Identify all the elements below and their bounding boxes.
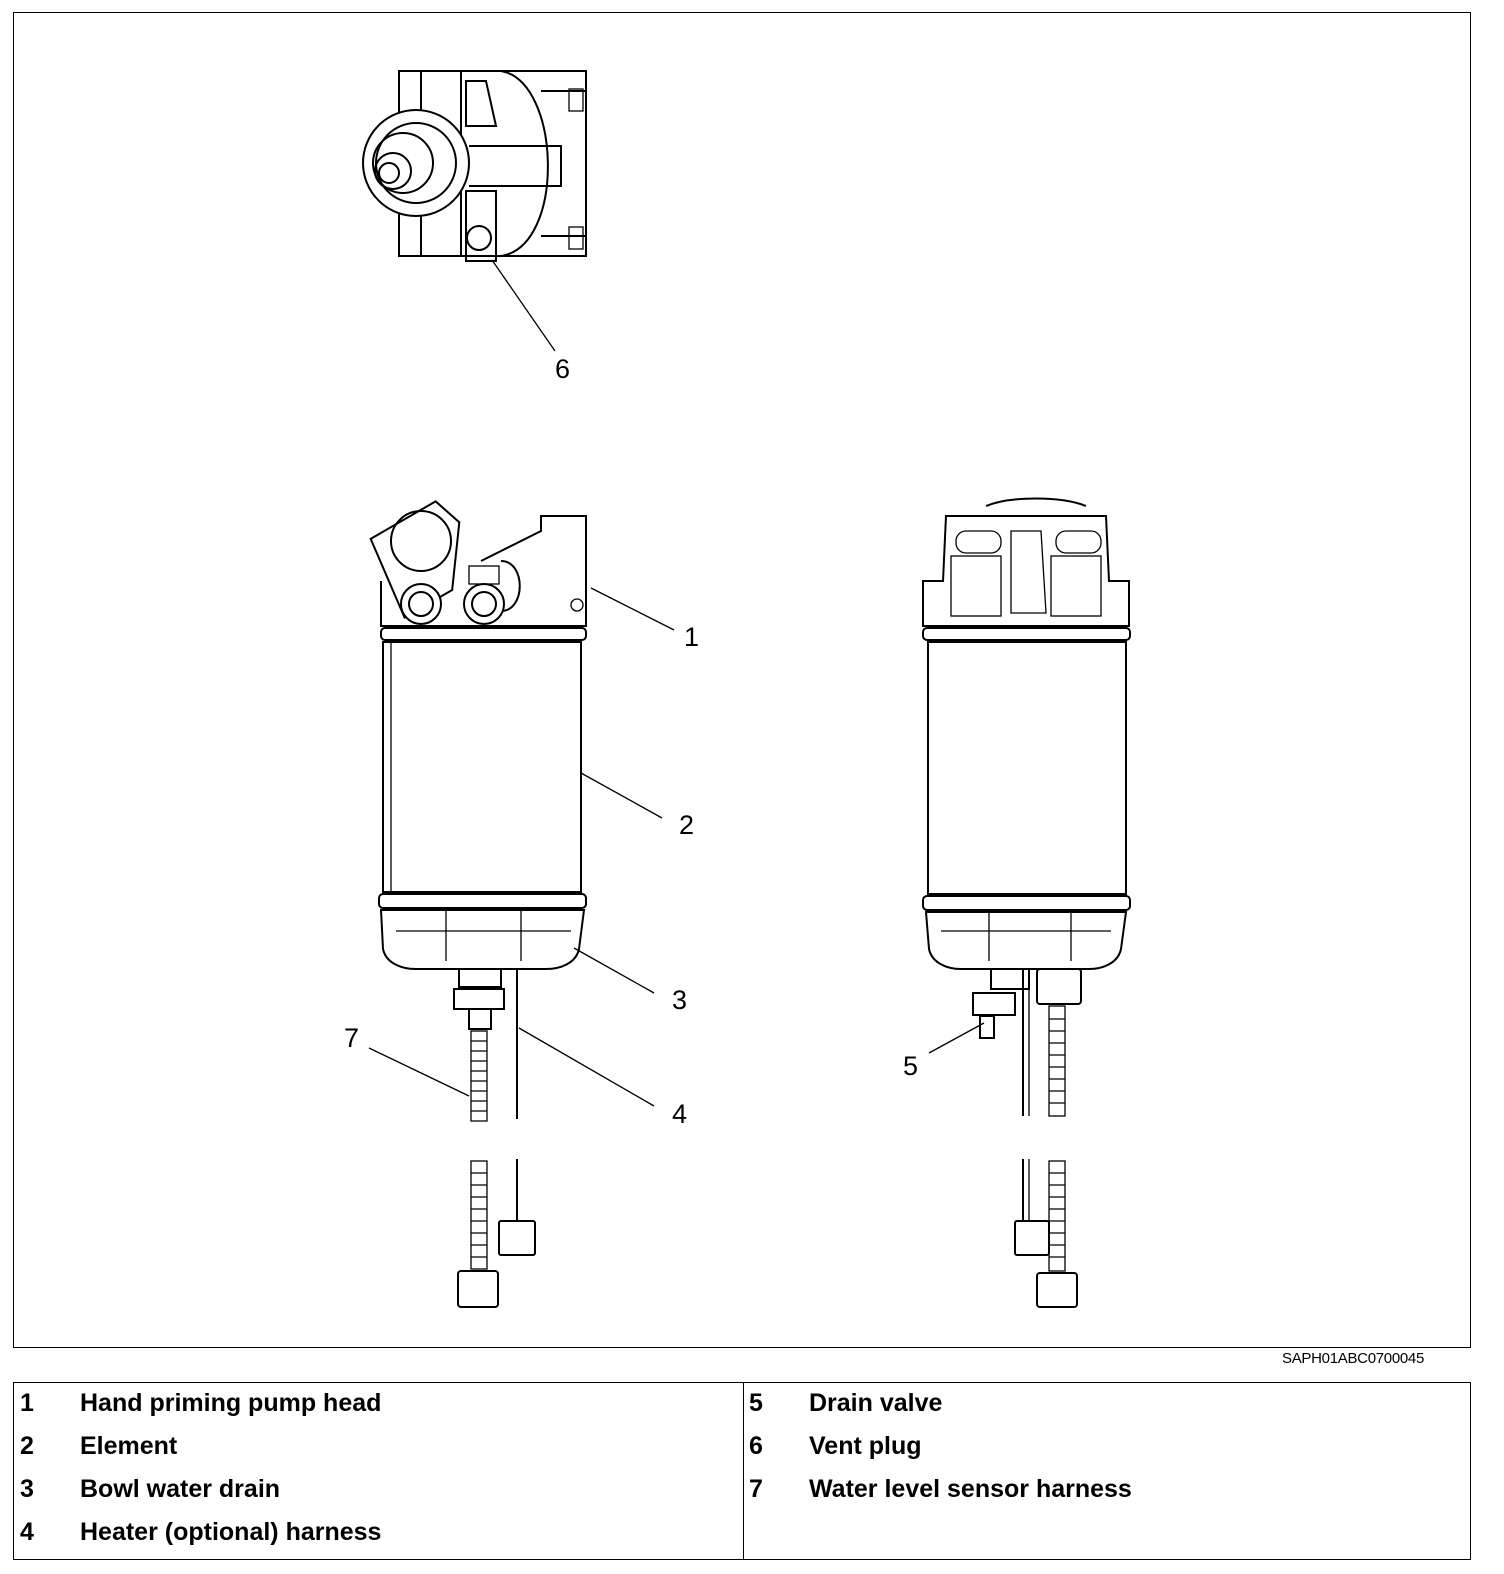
legend-number: 5 [749,1389,763,1417]
leader-line-7 [368,1047,470,1097]
legend-left-column: 1 Hand priming pump head 2 Element 3 Bow… [14,1383,744,1559]
leader-line-2 [580,772,663,819]
legend-text: Water level sensor harness [809,1475,1132,1503]
figure-code: SAPH01ABC0700045 [1282,1350,1424,1367]
legend-text: Hand priming pump head [80,1389,382,1417]
front-view-filter [922,497,1131,1308]
legend-row: 4 Heater (optional) harness [14,1512,743,1555]
legend-table: 1 Hand priming pump head 2 Element 3 Bow… [13,1382,1471,1560]
callout-6: 6 [555,354,571,384]
legend-text: Element [80,1432,178,1460]
callout-1: 1 [684,622,700,652]
leader-line-3 [573,947,655,994]
legend-text: Drain valve [809,1389,943,1417]
legend-number: 7 [749,1475,763,1503]
legend-row: 1 Hand priming pump head [14,1383,743,1426]
legend-row: 7 Water level sensor harness [743,1469,1472,1512]
callout-5: 5 [903,1051,919,1081]
side-view-filter [369,500,587,1308]
diagram-drawing [362,70,1131,1308]
legend-row: 2 Element [14,1426,743,1469]
callout-7: 7 [344,1023,360,1053]
legend-right-column: 5 Drain valve 6 Vent plug 7 Water level … [743,1383,1472,1559]
top-view-pump-head [362,70,587,262]
legend-number: 4 [20,1518,34,1546]
legend-number: 3 [20,1475,34,1503]
legend-number: 2 [20,1432,34,1460]
leader-line-1 [590,587,675,631]
legend-number: 6 [749,1432,763,1460]
legend-row: 6 Vent plug [743,1426,1472,1469]
callout-4: 4 [672,1099,688,1129]
legend-text: Vent plug [809,1432,922,1460]
legend-row: 3 Bowl water drain [14,1469,743,1512]
leader-line-5 [928,1022,985,1054]
leader-line-4 [518,1027,655,1107]
legend-text: Heater (optional) harness [80,1518,382,1546]
legend-text: Bowl water drain [80,1475,281,1503]
fuel-filter-diagram: 6 1 2 3 7 4 5 [13,12,1471,1348]
callout-3: 3 [672,985,688,1015]
legend-number: 1 [20,1389,34,1417]
leader-line-6 [491,259,556,352]
callout-2: 2 [679,810,695,840]
legend-row: 5 Drain valve [743,1383,1472,1426]
